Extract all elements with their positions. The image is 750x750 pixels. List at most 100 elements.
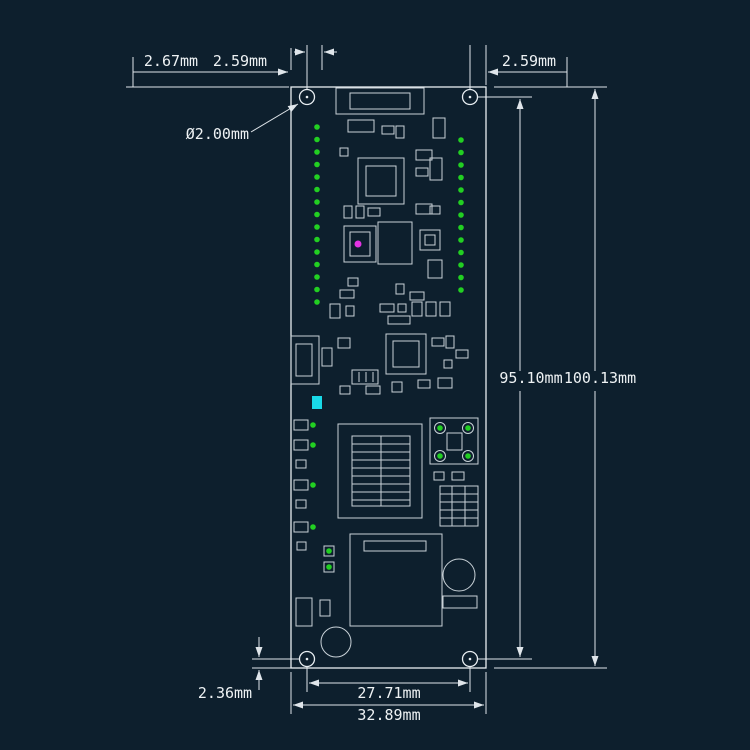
dim-label-hole-diameter: Ø2.00mm [186,125,249,143]
pin-led [314,224,320,230]
smd-component [347,277,359,287]
smd-component [355,205,365,219]
smd-component [339,147,349,157]
main-ic-die [365,165,397,197]
mounting-holes [298,88,479,668]
dim-label-left-offset: 2.67mm [144,52,198,70]
button-pad [434,422,446,434]
smd-component [415,167,429,177]
small-ic-die [424,234,436,246]
button-pad [434,450,446,462]
smd-component [339,385,351,395]
smd-component [395,125,405,139]
smd-component [337,337,351,349]
smd-component [381,125,395,135]
pad-led [437,425,443,431]
smd-component [429,157,443,181]
dim-label-top-right: 2.59mm [502,52,556,70]
smd-component [321,347,333,367]
edge-pad [295,499,307,509]
smd-component [347,119,375,133]
hole-center [305,95,309,99]
round-component-left [320,626,352,658]
edge-pad [293,479,309,491]
dim-label-board-height: 100.13mm [564,369,636,387]
smd-component [432,117,446,139]
pad-led [465,453,471,459]
dimension-lines [133,48,599,709]
smd-component [411,301,423,317]
pin-led [458,262,464,268]
button-cluster [429,417,479,465]
pad-led [465,425,471,431]
pin-led [458,137,464,143]
smd-component [445,335,455,349]
edge-pad [296,541,307,551]
rf-ic-die [392,340,420,368]
hatch-lines [352,436,410,506]
smd-component [427,259,443,279]
mounting-hole-top-left [298,88,316,106]
cyan-led [312,396,322,409]
pin-led [314,236,320,243]
smd-component [367,207,381,217]
led-ic-inner [349,231,371,257]
smd-component [365,385,381,395]
edge-pad [293,419,309,431]
pin-led [458,199,464,206]
magenta-led [354,240,362,248]
board-components [290,87,479,658]
smd-component [387,315,411,325]
smd-component [409,291,425,301]
led-pads [310,124,471,570]
hole-leader-line [250,103,299,133]
smd-component [395,283,405,295]
usb-connector [335,87,425,115]
grid-connector-lines [440,486,478,526]
dim-label-bottom-offset: 2.36mm [198,684,252,702]
button-cluster-center [446,432,463,451]
bottom-module-bar [363,540,427,552]
bottom-module [349,533,443,627]
smd-component [397,303,407,313]
smd-component [433,471,445,481]
pin-led [314,186,320,193]
edge-pad [323,561,335,573]
pin-led [458,187,464,193]
mounting-hole-top-right [461,88,479,106]
pin-led [314,211,320,218]
dim-label-holes-span-vertical: 95.10mm [499,369,562,387]
hole-center [305,657,309,661]
pin-led [458,212,464,218]
smd-component [455,349,469,359]
pin-led [314,161,320,168]
extension-lines [126,45,607,714]
pin-led [314,124,320,130]
mounting-hole-bottom-left [298,650,316,668]
pad-led [326,564,332,570]
smd-component [429,205,441,215]
mounting-hole-bottom-right [461,650,479,668]
smd-component [431,337,445,347]
button-pad [462,450,474,462]
edge-pad [323,545,335,557]
dim-label-board-width: 32.89mm [357,706,420,724]
pad-led [326,548,332,554]
smd-component [351,369,379,385]
small-ic [419,229,441,251]
edge-pad [293,439,309,451]
pin-led [458,274,464,281]
side-connector [290,335,320,385]
round-component-right [442,558,476,592]
pin-led [458,249,464,256]
led-ic [343,225,377,263]
smd-component [415,203,433,215]
hatched-module [337,423,423,519]
button-pad [462,422,474,434]
pad-led [310,524,316,530]
dimension-labels: 2.67mm 2.59mm 2.59mm Ø2.00mm 95.10mm 100… [144,52,636,724]
smd-component [391,381,403,393]
pin-led [458,287,464,293]
